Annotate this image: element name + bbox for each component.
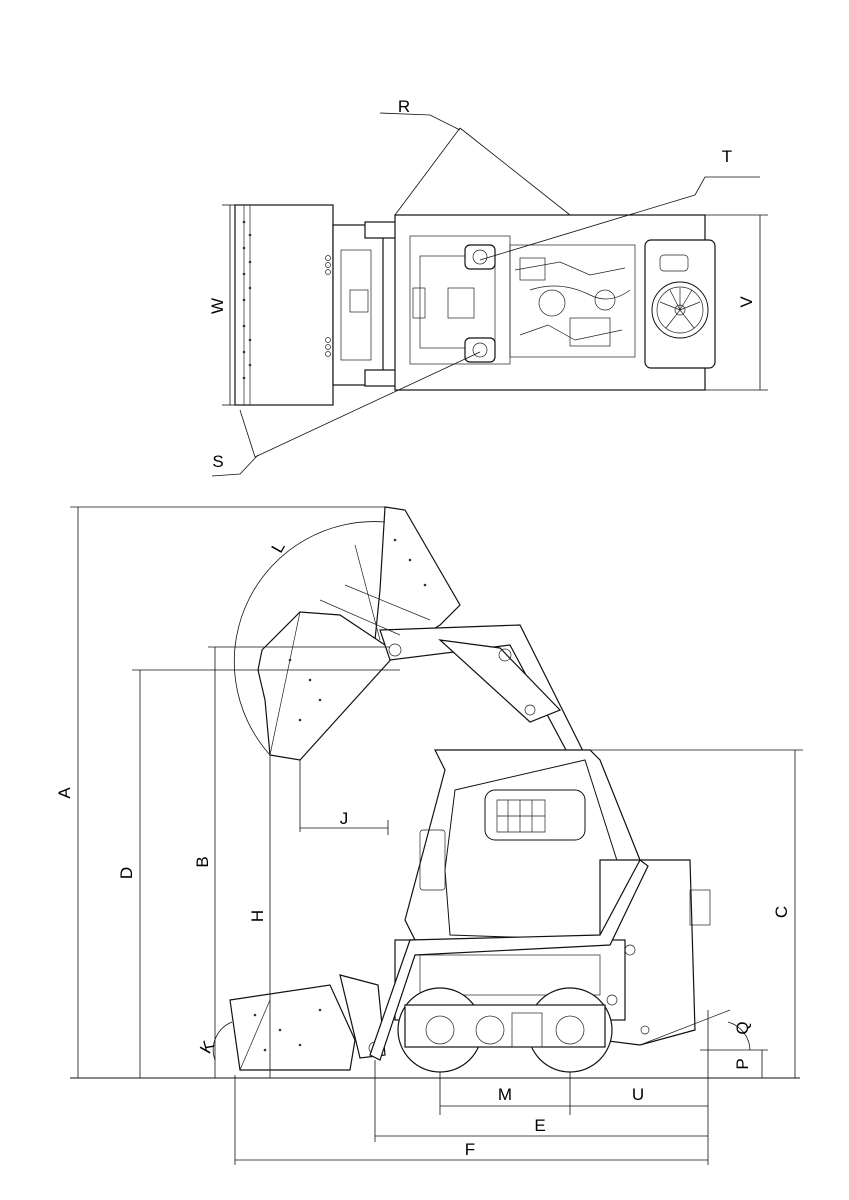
label-b: B — [193, 856, 212, 867]
fan-icon — [651, 281, 709, 339]
label-p: P — [733, 1058, 752, 1069]
label-w: W — [208, 298, 227, 314]
label-q: Q — [733, 1021, 752, 1034]
label-e: E — [534, 1116, 545, 1135]
wheel-cover — [404, 1004, 606, 1048]
label-t: T — [722, 147, 732, 166]
label-m: M — [498, 1085, 512, 1104]
top-attach-plate — [332, 224, 384, 386]
label-h: H — [248, 910, 267, 922]
label-v: V — [737, 296, 756, 308]
label-c: C — [772, 906, 791, 918]
label-d: D — [117, 867, 136, 879]
lowered-lift-arm — [369, 859, 649, 1061]
top-bucket — [234, 204, 334, 406]
side-view: A D B H J C L K Q P — [55, 506, 803, 1165]
label-j: J — [340, 809, 349, 828]
label-r: R — [398, 97, 410, 116]
raised-bucket — [257, 611, 396, 761]
label-a: A — [55, 787, 74, 799]
label-u: U — [632, 1085, 644, 1104]
lowered-bucket — [229, 984, 356, 1071]
top-view: W V R T S — [208, 97, 768, 477]
label-f: F — [465, 1140, 475, 1159]
label-s: S — [212, 452, 223, 471]
cab-window — [484, 789, 586, 841]
